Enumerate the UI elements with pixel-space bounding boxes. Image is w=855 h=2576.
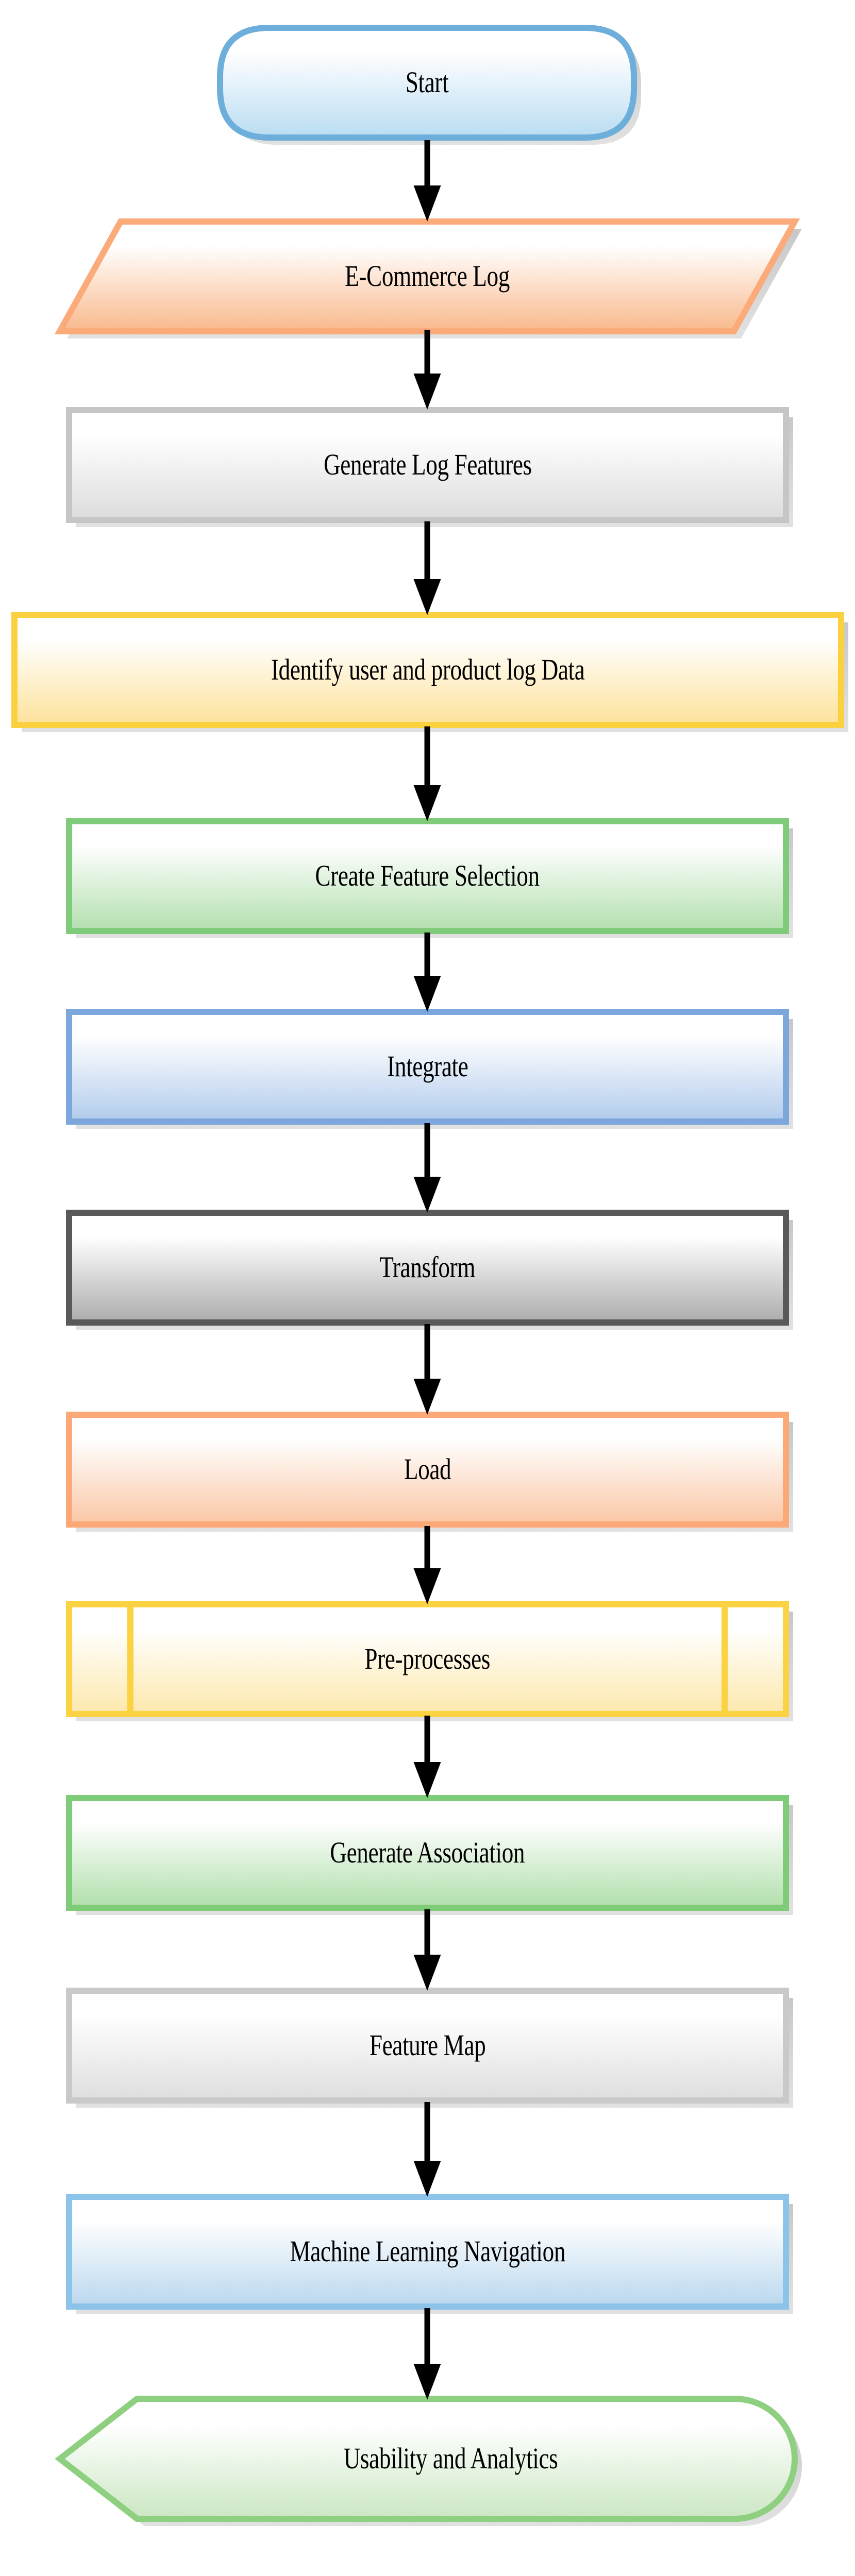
flow-node-label-ecommerce-log: E-Commerce Log (345, 259, 510, 293)
node-shape-rectangle (66, 818, 793, 938)
flow-node-create-feature-selection[interactable]: Create Feature Selection (66, 818, 793, 938)
connector-arrowhead-icon (413, 185, 441, 222)
flow-node-label-machine-learning-navigation: Machine Learning Navigation (290, 2234, 565, 2268)
flow-connector-create-feature-selection-to-integrate (410, 933, 445, 1012)
node-shape-rectangle (66, 1009, 793, 1129)
flow-node-ecommerce-log[interactable]: E-Commerce Log (54, 218, 802, 338)
flow-connector-generate-association-to-feature-map (410, 1909, 445, 1991)
node-shape-rectangle (66, 407, 793, 527)
flow-node-generate-log-features[interactable]: Generate Log Features (66, 407, 793, 527)
flow-node-label-generate-log-features: Generate Log Features (323, 448, 532, 482)
flow-node-feature-map[interactable]: Feature Map (66, 1988, 793, 2108)
node-body (66, 1795, 789, 1911)
flow-connector-transform-to-load (410, 1324, 445, 1415)
flow-node-label-load: Load (404, 1452, 451, 1486)
flow-node-label-identify-user-product-log-data: Identify user and product log Data (271, 653, 585, 687)
flow-node-load[interactable]: Load (66, 1412, 793, 1532)
flow-connector-pre-processes-to-generate-association (410, 1716, 445, 1798)
flow-node-usability-and-analytics[interactable]: Usability and Analytics (55, 2396, 802, 2526)
flow-node-label-generate-association: Generate Association (330, 1836, 525, 1870)
node-body (66, 1009, 789, 1125)
flow-node-label-create-feature-selection: Create Feature Selection (315, 859, 540, 893)
flow-connector-machine-learning-navigation-to-usability-and-analytics (410, 2308, 445, 2400)
node-shape-rectangle (66, 1412, 793, 1532)
flow-node-label-pre-processes: Pre-processes (364, 1642, 491, 1676)
node-body (55, 2396, 798, 2522)
node-shape-terminator-rounded (217, 25, 641, 145)
connector-arrowhead-icon (413, 2364, 441, 2400)
flow-node-integrate[interactable]: Integrate (66, 1009, 793, 1129)
flow-node-machine-learning-navigation[interactable]: Machine Learning Navigation (66, 2194, 793, 2314)
flow-connector-ecommerce-log-to-generate-log-features (410, 330, 445, 410)
node-shape-predefined-process (66, 1601, 793, 1721)
flow-node-label-transform: Transform (379, 1250, 476, 1284)
node-shape-parallelogram (54, 218, 802, 338)
flow-connector-integrate-to-transform (410, 1123, 445, 1213)
connector-arrowhead-icon (413, 785, 441, 821)
flow-node-transform[interactable]: Transform (66, 1210, 793, 1330)
connector-arrowhead-icon (413, 579, 441, 615)
node-body (66, 1210, 789, 1326)
node-body (217, 25, 637, 141)
node-shape-rectangle (66, 1210, 793, 1330)
flow-node-label-start: Start (405, 65, 449, 99)
node-body (66, 1412, 789, 1528)
flow-connector-start-to-ecommerce-log (410, 140, 445, 222)
node-body (11, 612, 844, 728)
node-shape-rectangle (66, 2194, 793, 2314)
connector-arrowhead-icon (413, 1568, 441, 1604)
node-body (66, 1601, 789, 1717)
connector-arrowhead-icon (413, 1762, 441, 1798)
flow-connector-feature-map-to-machine-learning-navigation (410, 2102, 445, 2197)
flow-connector-generate-log-features-to-identify-user-product-log-data (410, 521, 445, 615)
node-shape-rectangle (66, 1795, 793, 1915)
node-shape-display (55, 2396, 802, 2526)
flow-node-label-usability-and-analytics: Usability and Analytics (343, 2442, 558, 2476)
node-shape-rectangle (11, 612, 848, 732)
connector-arrowhead-icon (413, 2161, 441, 2197)
connector-arrowhead-icon (413, 1177, 441, 1213)
node-body (66, 818, 789, 934)
connector-arrowhead-icon (413, 374, 441, 410)
flow-node-label-integrate: Integrate (387, 1049, 468, 1083)
flow-node-generate-association[interactable]: Generate Association (66, 1795, 793, 1915)
node-shape-rectangle (66, 1988, 793, 2108)
flow-node-identify-user-product-log-data[interactable]: Identify user and product log Data (11, 612, 848, 732)
flow-connector-identify-user-product-log-data-to-create-feature-selection (410, 726, 445, 821)
connector-arrowhead-icon (413, 976, 441, 1012)
connector-arrowhead-icon (413, 1955, 441, 1991)
connector-arrowhead-icon (413, 1379, 441, 1415)
node-body (54, 218, 800, 334)
node-body (66, 1988, 789, 2104)
flow-node-label-feature-map: Feature Map (369, 2028, 486, 2062)
node-body (66, 407, 789, 523)
flow-node-start[interactable]: Start (217, 25, 641, 145)
flow-node-pre-processes[interactable]: Pre-processes (66, 1601, 793, 1721)
node-body (66, 2194, 789, 2310)
flow-connector-load-to-pre-processes (410, 1526, 445, 1604)
